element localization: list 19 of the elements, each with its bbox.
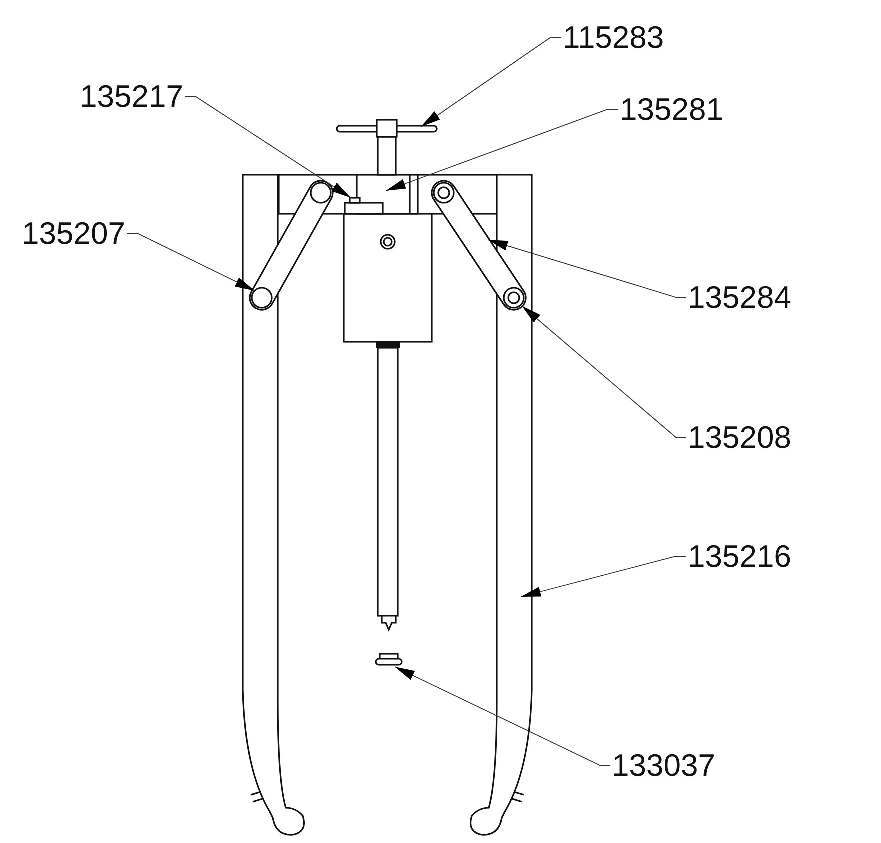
leader-line	[420, 37, 562, 128]
part-number: 133037	[612, 750, 716, 781]
leader-line	[185, 96, 352, 198]
part-number: 135208	[688, 422, 792, 453]
t-handle	[336, 119, 438, 176]
pin	[344, 197, 384, 215]
part-number: 115283	[563, 22, 664, 53]
leader-line	[520, 556, 686, 598]
part-number: 135216	[688, 541, 792, 572]
part-number: 135284	[688, 282, 792, 313]
tip-insert	[375, 653, 403, 666]
leader-line	[127, 233, 256, 292]
leader-line	[394, 666, 610, 766]
part-number: 135217	[80, 81, 184, 112]
part-number: 135207	[22, 218, 126, 249]
part-number: 135281	[620, 94, 724, 125]
leader-line	[488, 240, 686, 298]
leader-line	[522, 306, 686, 438]
leader-line	[386, 109, 618, 192]
